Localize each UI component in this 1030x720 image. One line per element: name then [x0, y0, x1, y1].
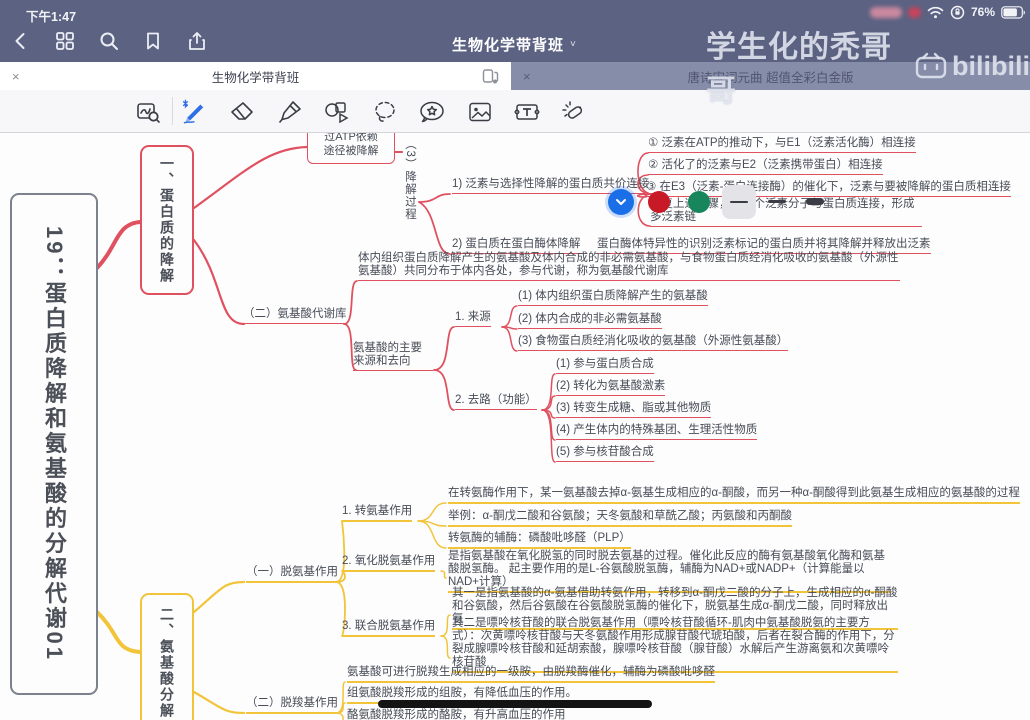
sticker-tool[interactable] — [418, 98, 446, 126]
label-step1-sub2: ② 活化了的泛素与E2（泛素携带蛋白）相连接 — [648, 159, 883, 175]
label-usage-item2: (2) 转化为氨基酸激素 — [556, 380, 666, 396]
label-usage-item3: (3) 转变生成糖、脂或其他物质 — [556, 402, 712, 418]
label-usage-item1: (1) 参与蛋白质合成 — [556, 358, 654, 374]
stroke-thick[interactable] — [806, 198, 824, 205]
label-step1-sub1: ① 泛素在ATP的推动下，与E1（泛素活化酶）相连接 — [648, 137, 916, 153]
document-title-text: 生物化学带背班 — [452, 37, 565, 54]
image-tool[interactable] — [466, 98, 494, 126]
close-tab-icon[interactable]: × — [523, 68, 531, 84]
status-time: 下午1:47 — [26, 10, 77, 24]
color-swatch-blue-selected[interactable] — [608, 189, 634, 215]
close-tab-icon[interactable]: × — [12, 68, 20, 84]
label-source-item2: (2) 体内合成的非必需氨基酸 — [518, 313, 662, 329]
label-source-destination: 氨基酸的主要来源和去向 — [353, 342, 433, 371]
search-icon[interactable] — [98, 30, 120, 52]
label-step1: 1) 泛素与选择性降解的蛋白质共价连接 — [452, 178, 650, 194]
pen-tool[interactable] — [178, 98, 206, 126]
label-oxidative: 2. 氧化脱氨基作用 — [342, 555, 436, 572]
label-trans-desc: 在转氨酶作用下，某一氨基酸去掉α-氨基生成相应的α-酮酸，而另一种α-酮酸得到此… — [448, 487, 1020, 504]
label-deamination: （一）脱氨基作用 — [246, 566, 338, 583]
label-source: 1. 来源 — [455, 311, 491, 327]
label-step1-sub4: 重复上述步骤，若干个泛素分子与蛋白质连接，形成多泛素链 — [650, 198, 922, 227]
status-blurred-indicator — [869, 6, 902, 18]
color-swatch-red[interactable] — [648, 191, 670, 213]
battery-percent: 76% — [970, 5, 995, 19]
label-step2: 2) 蛋白质在蛋白酶体降解 — [452, 238, 581, 254]
label-combined: 3. 联合脱氨基作用 — [342, 620, 436, 637]
rotation-lock-icon — [950, 5, 965, 19]
label-decarboxylation: （二）脱羧基作用 — [246, 697, 338, 714]
label-usage-item4: (4) 产生体内的特殊基团、生理活性物质 — [556, 424, 758, 440]
zoom-annotate-tool[interactable] — [134, 98, 162, 126]
annotation-toolbar — [0, 90, 1030, 219]
text-box-tool[interactable] — [513, 98, 541, 126]
chevron-down-icon: ˅ — [570, 39, 577, 50]
highlighter-tool[interactable] — [276, 98, 304, 126]
shapes-tool[interactable] — [323, 98, 351, 126]
mindmap-node-protein-degradation[interactable]: 一、蛋白质的降解 — [140, 145, 194, 295]
label-combined-second: 其二是嘌呤核苷酸的联合脱氨基作用（嘌呤核苷酸循环-肌肉中氨基酸脱氨的主要方式）：… — [452, 617, 898, 673]
back-icon[interactable] — [10, 30, 32, 52]
top-bar: 下午1:47 76% 生物化学带背班 ˅ — [0, 0, 1030, 62]
split-view-icon[interactable] — [482, 68, 499, 84]
amino-node-label: 二、氨基酸分解 — [159, 607, 175, 719]
label-amino-pool: （二）氨基酸代谢库 — [243, 308, 347, 324]
root-node-label: 19：蛋白质降解和氨基酸的分解代谢01 — [42, 226, 67, 662]
label-usage-item5: (5) 参与核苷酸合成 — [556, 446, 654, 462]
label-transamination: 1. 转氨基作用 — [342, 505, 413, 522]
label-trans-coenzyme: 转氨酶的辅酶：磷酸吡哆醛（PLP） — [448, 532, 631, 549]
chevron-down-icon — [616, 199, 626, 205]
document-title[interactable]: 生物化学带背班 ˅ — [452, 34, 577, 55]
label-pool-desc: 体内组织蛋白质降解产生的氨基酸及体内合成的非必需氨基酸，与食物蛋白质经消化吸收的… — [358, 252, 900, 281]
label-degradation-process: （3）降解过程 — [404, 138, 416, 221]
toolbar-divider — [172, 97, 173, 125]
color-swatch-green[interactable] — [688, 191, 710, 213]
stroke-thin[interactable] — [730, 201, 748, 203]
protein-node-label: 一、蛋白质的降解 — [159, 156, 175, 284]
label-step2-note: 蛋白酶体特异性的识别泛素标记的蛋白质并将其降解并释放出泛素 — [597, 238, 931, 254]
tab-active[interactable]: × 生物化学带背班 — [0, 62, 511, 90]
share-icon[interactable] — [186, 30, 208, 52]
bookmark-icon[interactable] — [142, 30, 164, 52]
mindmap-node-amino-decomposition[interactable]: 二、氨基酸分解 — [140, 593, 194, 720]
label-usage: 2. 去路（功能） — [455, 394, 537, 410]
mindmap-root-node[interactable]: 19：蛋白质降解和氨基酸的分解代谢01 — [10, 193, 98, 695]
tab-bar: × 生物化学带背班 × 唐诗宋词元曲 超值全彩白金版 — [0, 62, 1030, 90]
label-decarb-desc: 氨基酸可进行脱羧生成相应的一级胺，由脱羧酶催化，辅酶为磷酸吡哆醛 — [347, 666, 715, 683]
stroke-medium[interactable] — [768, 200, 786, 203]
label-source-item3: (3) 食物蛋白质经消化吸收的氨基酸（外源性氨基酸） — [518, 335, 789, 351]
black-marker-stroke — [378, 700, 652, 708]
battery-icon — [1001, 5, 1025, 19]
label-oxidative-desc: 是指氨基酸在氧化脱氢的同时脱去氨基的过程。催化此反应的酶有氨基酸氧化酶和氨基酸脱… — [448, 550, 890, 593]
label-combined-first: 其一是指氨基酸的α-氨基借助转氨作用，转移到α-酮戊二酸的分子上，生成相应的α-… — [452, 587, 898, 630]
tab-label: 生物化学带背班 — [211, 70, 300, 85]
label-source-item1: (1) 体内组织蛋白质降解产生的氨基酸 — [518, 290, 708, 306]
label-trans-example: 举例：α-酮戊二酸和谷氨酸；天冬氨酸和草酰乙酸；丙氨酸和丙酮酸 — [448, 510, 792, 527]
label-tyramine: 酪氨酸脱羧形成的酪胺，有升高血压的作用 — [347, 709, 566, 720]
tab-label: 唐诗宋词元曲 超值全彩白金版 — [687, 70, 854, 85]
laser-pointer-tool[interactable] — [560, 98, 588, 126]
grid-icon[interactable] — [54, 30, 76, 52]
eraser-tool[interactable] — [228, 98, 256, 126]
status-record-indicator — [907, 6, 921, 18]
tab-inactive[interactable]: × 唐诗宋词元曲 超值全彩白金版 — [511, 62, 1030, 90]
wifi-icon — [927, 6, 944, 18]
lasso-tool[interactable] — [371, 98, 399, 126]
